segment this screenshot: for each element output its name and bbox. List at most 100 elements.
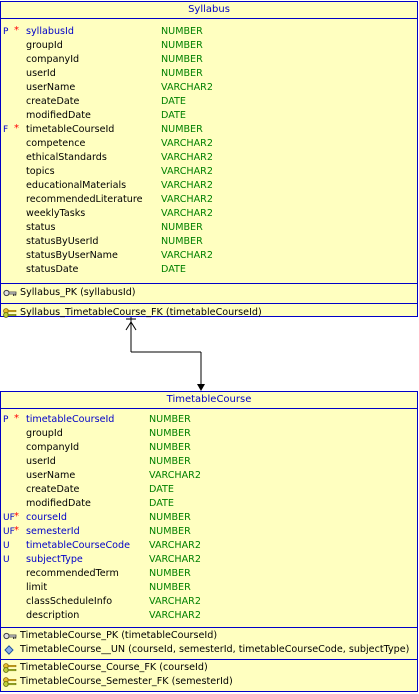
column-type: NUMBER <box>149 456 191 467</box>
key-label: Syllabus_PK (syllabusId) <box>20 287 136 298</box>
table-title: TimetableCourse <box>1 392 417 409</box>
column-row: statusDate DATE <box>1 263 417 277</box>
table-title: Syllabus <box>1 2 417 19</box>
primary-key-row: Syllabus_PK (syllabusId) <box>1 286 417 300</box>
column-name: statusDate <box>26 264 79 275</box>
column-name: userName <box>26 470 76 481</box>
column-name: semesterId <box>26 526 80 537</box>
foreign-key-row: TimetableCourse_Semester_FK (semesterId) <box>1 675 417 689</box>
column-type: NUMBER <box>149 526 191 537</box>
column-name: timetableCourseId <box>26 414 115 425</box>
column-type: NUMBER <box>149 568 191 579</box>
column-name: topics <box>26 166 55 177</box>
column-name: status <box>26 222 56 233</box>
column-type: VARCHAR2 <box>161 180 213 191</box>
foreign-key-icon <box>3 677 17 687</box>
column-row: groupId NUMBER <box>1 427 417 441</box>
unique-key-row: TimetableCourse__UN (courseId, semesterI… <box>1 643 417 657</box>
column-type: NUMBER <box>149 512 191 523</box>
column-row: educationalMaterials VARCHAR2 <box>1 179 417 193</box>
column-name: userName <box>26 82 76 93</box>
column-name: createDate <box>26 484 80 495</box>
column-row: userId NUMBER <box>1 455 417 469</box>
column-flag: UF <box>3 527 15 537</box>
column-type: VARCHAR2 <box>149 540 201 551</box>
column-type: NUMBER <box>149 428 191 439</box>
column-flag: U <box>3 541 10 551</box>
column-row: classScheduleInfo VARCHAR2 <box>1 595 417 609</box>
column-type: VARCHAR2 <box>161 138 213 149</box>
column-name: subjectType <box>26 554 83 565</box>
column-name: statusByUserId <box>26 236 99 247</box>
column-type: DATE <box>149 498 174 509</box>
unique-key-icon <box>4 645 14 655</box>
column-flag: F <box>3 125 9 135</box>
column-name: companyId <box>26 54 80 65</box>
mandatory-marker: * <box>14 525 19 536</box>
column-flag: UF <box>3 513 15 523</box>
column-type: VARCHAR2 <box>161 194 213 205</box>
column-flag: P <box>3 415 9 425</box>
column-type: VARCHAR2 <box>161 208 213 219</box>
key-label: TimetableCourse_Course_FK (courseId) <box>20 662 208 673</box>
mandatory-marker: * <box>14 511 19 522</box>
column-type: NUMBER <box>161 40 203 51</box>
foreign-key-row: TimetableCourse_Course_FK (courseId) <box>1 661 417 675</box>
column-name: groupId <box>26 40 63 51</box>
column-row: groupId NUMBER <box>1 39 417 53</box>
column-type: NUMBER <box>161 222 203 233</box>
foreign-key-list: Syllabus_TimetableCourse_FK (timetableCo… <box>1 304 417 323</box>
column-row: description VARCHAR2 <box>1 609 417 623</box>
key-label: TimetableCourse__UN (courseId, semesterI… <box>20 644 410 655</box>
column-type: VARCHAR2 <box>161 166 213 177</box>
column-name: ethicalStandards <box>26 152 107 163</box>
column-name: groupId <box>26 428 63 439</box>
key-label: TimetableCourse_PK (timetableCourseId) <box>20 630 218 641</box>
column-row: userId NUMBER <box>1 67 417 81</box>
column-name: competence <box>26 138 86 149</box>
primary-key-icon <box>3 632 17 640</box>
column-type: NUMBER <box>161 68 203 79</box>
column-type: NUMBER <box>161 54 203 65</box>
column-type: VARCHAR2 <box>149 610 201 621</box>
column-name: educationalMaterials <box>26 180 127 191</box>
foreign-key-icon <box>3 308 17 318</box>
column-type: NUMBER <box>149 414 191 425</box>
column-type: VARCHAR2 <box>149 596 201 607</box>
column-name: description <box>26 610 80 621</box>
column-type: VARCHAR2 <box>149 470 201 481</box>
column-name: userId <box>26 456 56 467</box>
column-name: statusByUserName <box>26 250 118 261</box>
column-name: userId <box>26 68 56 79</box>
column-type: NUMBER <box>149 582 191 593</box>
key-label: Syllabus_TimetableCourse_FK (timetableCo… <box>20 307 262 318</box>
column-row: companyId NUMBER <box>1 53 417 67</box>
column-name: classScheduleInfo <box>26 596 113 607</box>
column-row: status NUMBER <box>1 221 417 235</box>
mandatory-marker: * <box>14 123 19 134</box>
column-name: companyId <box>26 442 80 453</box>
column-row: userName VARCHAR2 <box>1 469 417 483</box>
column-type: DATE <box>161 264 186 275</box>
foreign-key-icon <box>3 663 17 673</box>
column-name: syllabusId <box>26 26 74 37</box>
